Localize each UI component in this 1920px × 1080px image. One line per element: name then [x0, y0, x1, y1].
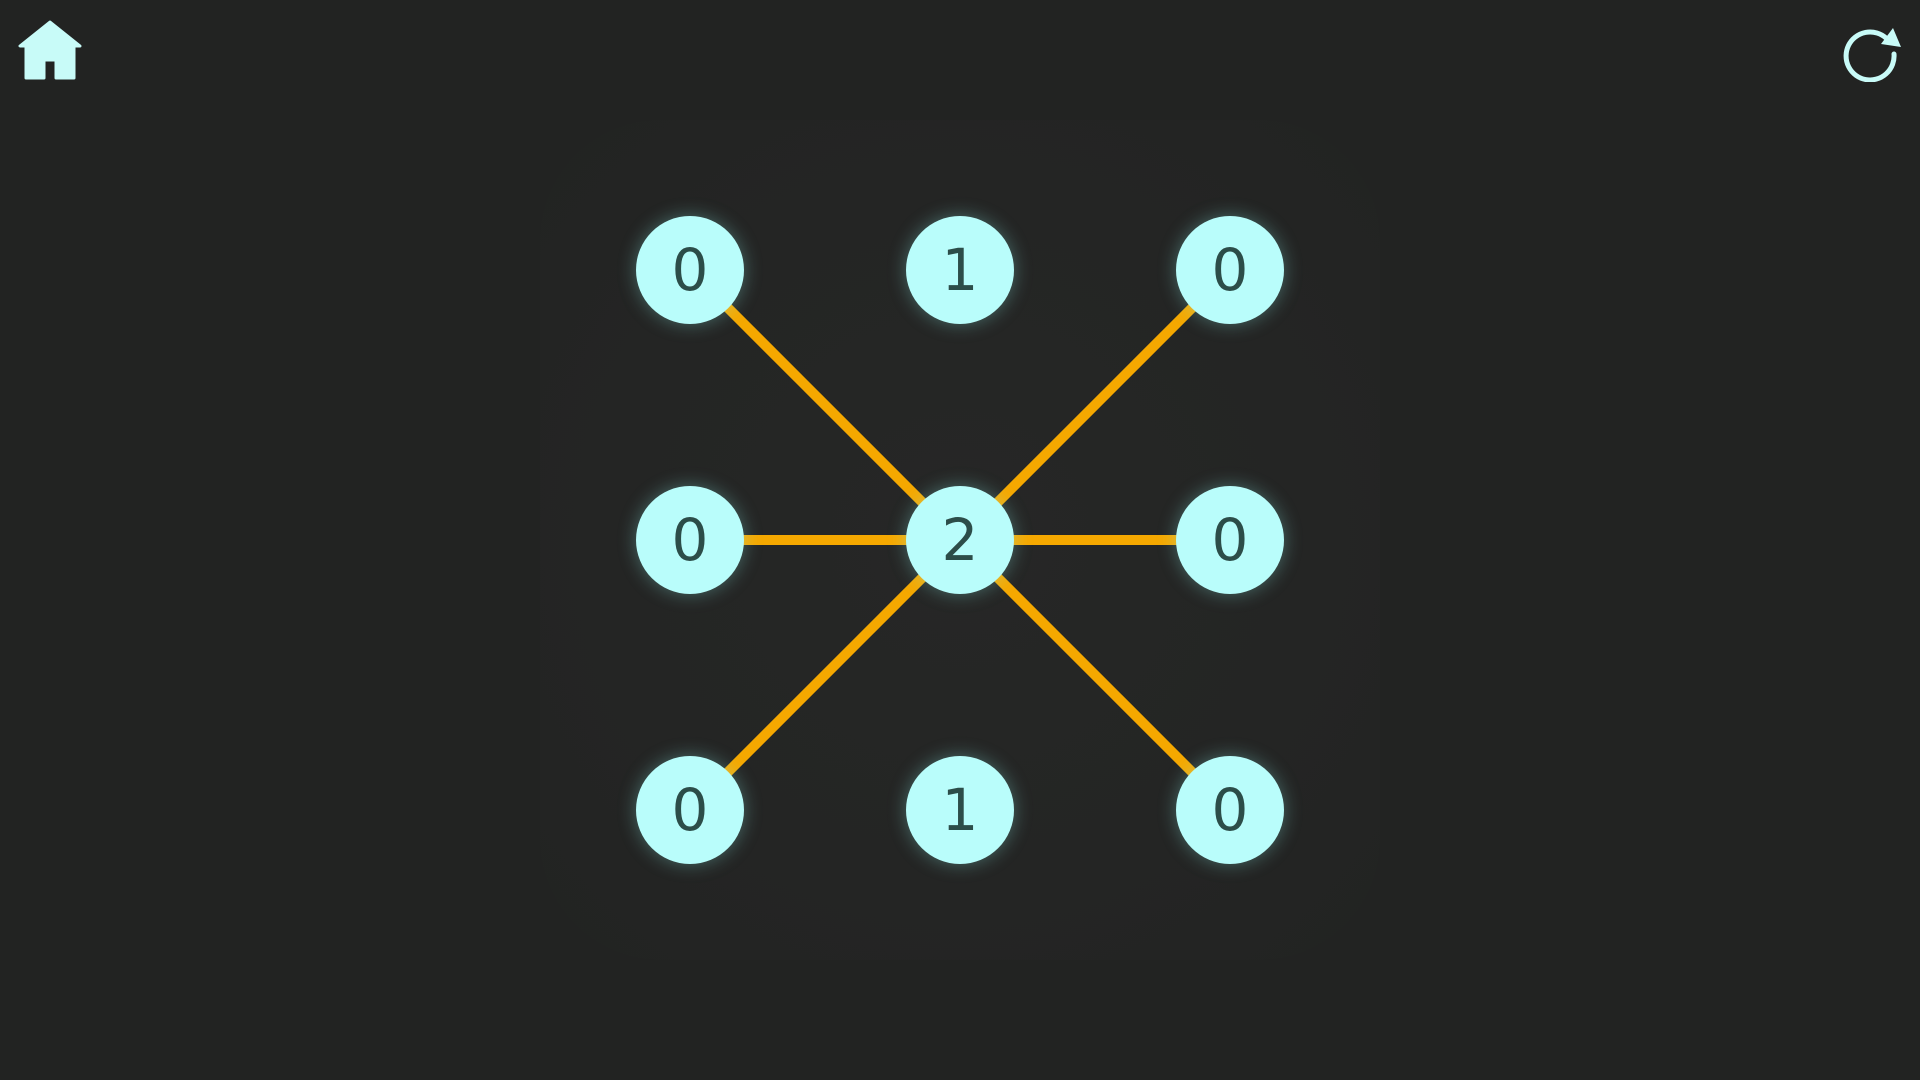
number-node[interactable]: 1 — [906, 216, 1014, 324]
home-icon — [18, 20, 82, 80]
node-value: 0 — [1211, 776, 1249, 844]
node-value: 1 — [941, 776, 979, 844]
number-node[interactable]: 0 — [636, 216, 744, 324]
node-value: 0 — [671, 236, 709, 304]
node-value: 2 — [941, 506, 979, 574]
number-node[interactable]: 0 — [636, 756, 744, 864]
node-value: 0 — [671, 776, 709, 844]
number-node[interactable]: 0 — [1176, 756, 1284, 864]
restart-button[interactable] — [1834, 14, 1906, 86]
home-button[interactable] — [14, 14, 86, 86]
number-node[interactable]: 1 — [906, 756, 1014, 864]
number-node[interactable]: 2 — [906, 486, 1014, 594]
number-node[interactable]: 0 — [1176, 216, 1284, 324]
restart-icon — [1843, 28, 1901, 82]
node-value: 0 — [671, 506, 709, 574]
node-value: 0 — [1211, 236, 1249, 304]
number-node[interactable]: 0 — [636, 486, 744, 594]
node-value: 1 — [941, 236, 979, 304]
node-value: 0 — [1211, 506, 1249, 574]
number-node[interactable]: 0 — [1176, 486, 1284, 594]
